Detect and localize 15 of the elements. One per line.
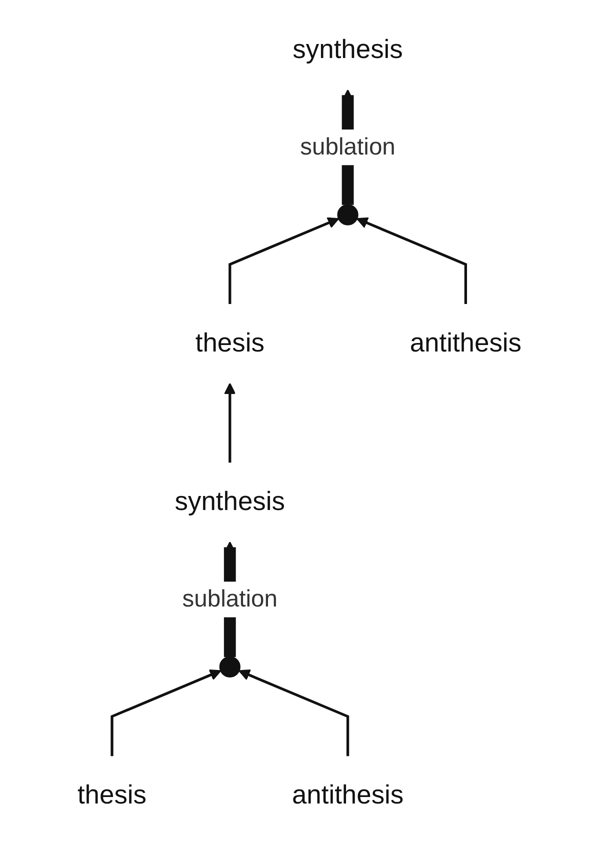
arrow bbox=[224, 382, 236, 463]
edge-label: sublation bbox=[300, 134, 396, 160]
node-text: synthesis bbox=[292, 36, 403, 65]
node-text: synthesis bbox=[174, 488, 285, 517]
node-text: antithesis bbox=[410, 329, 522, 358]
node-text: thesis bbox=[195, 329, 264, 358]
node-circle bbox=[219, 656, 240, 678]
node-circle bbox=[337, 204, 358, 226]
arrow bbox=[228, 217, 340, 304]
arrow bbox=[110, 669, 222, 756]
arrow bbox=[238, 669, 350, 756]
node-text: thesis bbox=[77, 781, 147, 810]
edge-label: sublation bbox=[182, 586, 278, 612]
arrow bbox=[356, 217, 467, 304]
node-text: antithesis bbox=[292, 781, 404, 810]
